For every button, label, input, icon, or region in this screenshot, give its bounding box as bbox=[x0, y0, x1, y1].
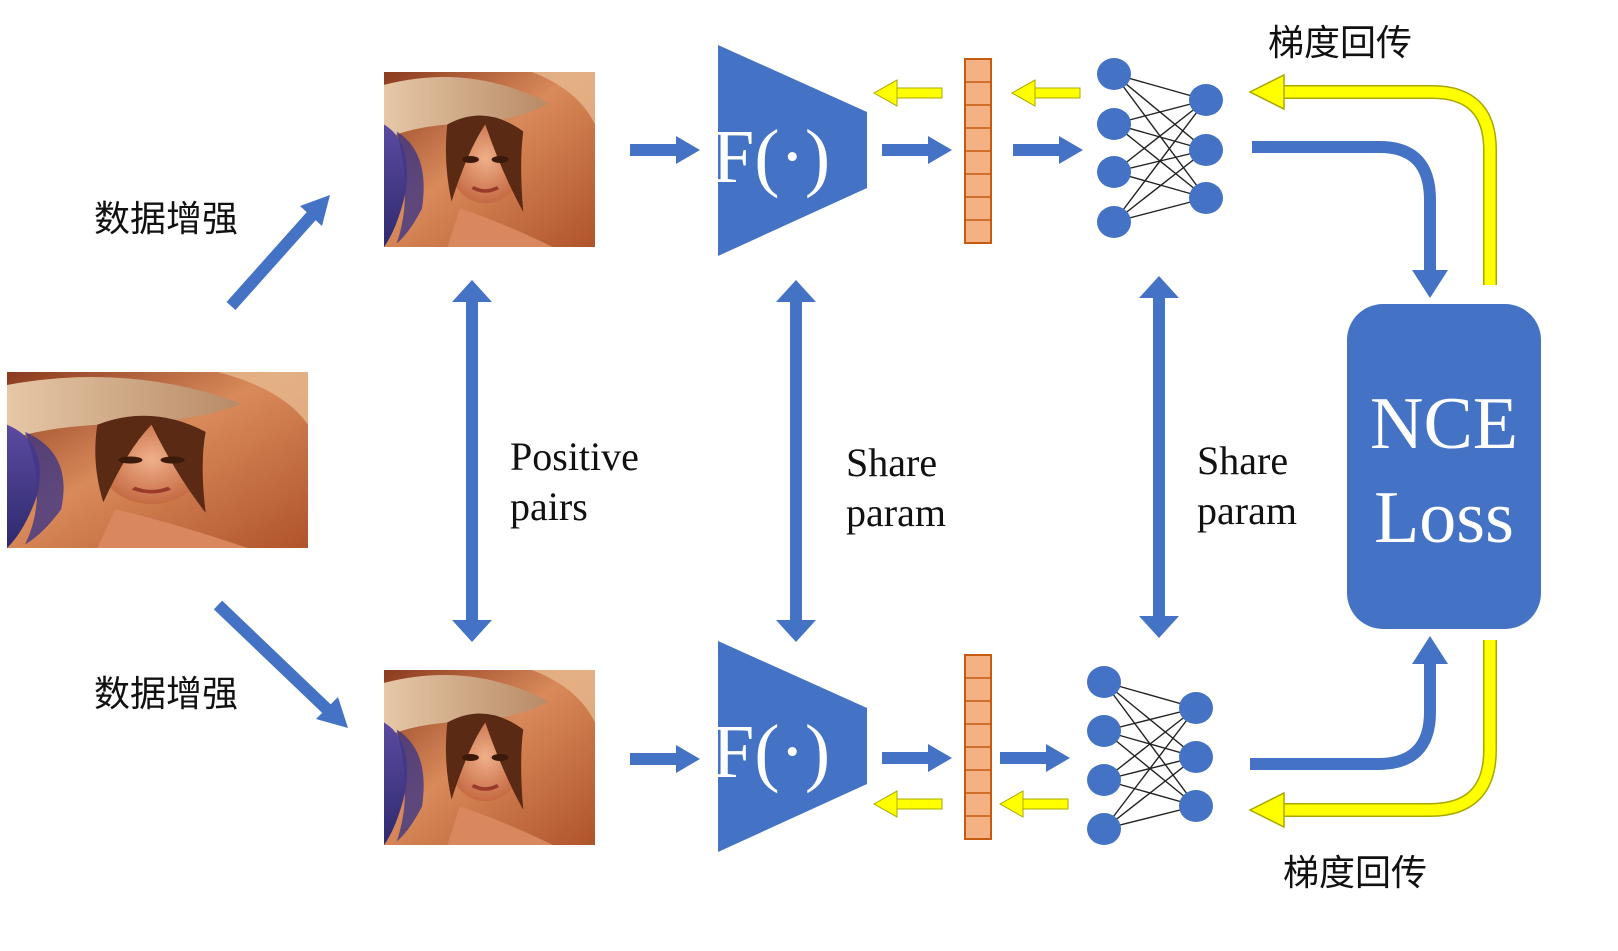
augmented-image-bottom bbox=[380, 670, 595, 845]
head-to-loss-arrow-top bbox=[1252, 141, 1448, 298]
projection-head-bottom bbox=[1087, 666, 1213, 845]
image-to-encoder-arrow-top bbox=[630, 136, 700, 164]
share-label-1-line2: param bbox=[846, 490, 946, 535]
vector-to-mlp-arrow-bottom bbox=[1000, 744, 1070, 772]
share-label-2-line2: param bbox=[1197, 488, 1297, 533]
encoder-bottom: F(·) bbox=[712, 641, 867, 852]
encoder-top: F(·) bbox=[712, 45, 867, 256]
gradient-arrow-vector-to-encoder-bottom bbox=[872, 790, 943, 818]
gradient-return-arrow-top bbox=[1248, 73, 1497, 285]
augment-arrow-top bbox=[226, 195, 330, 310]
gradient-arrow-vector-to-encoder-top bbox=[872, 79, 943, 107]
image-to-encoder-arrow-bottom bbox=[630, 745, 700, 773]
augment-label-top: 数据增强 bbox=[94, 199, 238, 240]
encoder-label-bottom: F(·) bbox=[712, 710, 830, 794]
feature-vector-top bbox=[964, 58, 992, 244]
share-param-arrow-head bbox=[1139, 276, 1179, 638]
encoder-to-vector-arrow-bottom bbox=[882, 744, 952, 772]
encoder-label-top: F(·) bbox=[712, 115, 830, 199]
projection-head-top bbox=[1097, 58, 1223, 238]
gradient-label-top: 梯度回传 bbox=[1268, 23, 1412, 64]
positive-label-line2: pairs bbox=[510, 484, 588, 529]
source-image bbox=[1, 372, 308, 548]
vector-to-mlp-arrow-top bbox=[1013, 136, 1083, 164]
augmented-image-top bbox=[380, 72, 595, 247]
gradient-label-bottom: 梯度回传 bbox=[1283, 853, 1427, 894]
positive-label-line1: Positive bbox=[510, 434, 639, 479]
loss-label-line1: NCE bbox=[1370, 383, 1518, 465]
feature-vector-bottom bbox=[964, 654, 992, 840]
augment-label-bottom: 数据增强 bbox=[94, 674, 238, 715]
gradient-arrow-mlp-to-vector-bottom bbox=[998, 790, 1069, 818]
gradient-arrow-mlp-to-vector-top bbox=[1010, 79, 1081, 107]
gradient-return-arrow-bottom bbox=[1248, 640, 1497, 829]
share-param-arrow-encoder bbox=[776, 280, 816, 642]
loss-label-line2: Loss bbox=[1374, 477, 1514, 559]
share-label-2-line1: Share bbox=[1197, 438, 1288, 483]
head-to-loss-arrow-bottom bbox=[1250, 636, 1448, 770]
nce-loss-box: NCE Loss bbox=[1347, 304, 1541, 629]
positive-pairs-arrow bbox=[452, 280, 492, 642]
encoder-to-vector-arrow-top bbox=[882, 136, 952, 164]
augment-arrow-bottom bbox=[213, 600, 348, 728]
share-label-1-line1: Share bbox=[846, 440, 937, 485]
